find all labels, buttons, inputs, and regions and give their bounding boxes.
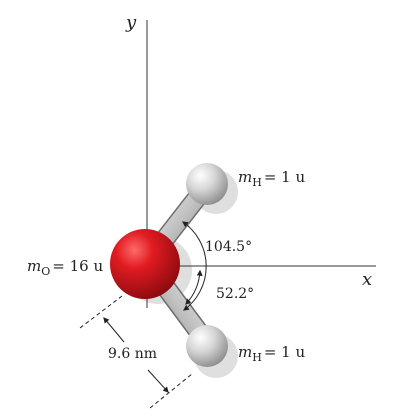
distance-extension-lower <box>149 373 193 409</box>
hydrogen-atom-bottom <box>186 325 228 367</box>
distance-label: 9.6 nm <box>108 346 157 362</box>
hydrogen-bottom-mass-label: mH= 1 u <box>238 343 305 364</box>
oxygen-mass-label: mO= 16 u <box>27 257 103 278</box>
half-angle-arc <box>185 269 203 305</box>
distance-arrow-lower <box>147 369 169 393</box>
bond-angle-label: 104.5° <box>205 239 252 255</box>
half-angle-label: 52.2° <box>216 286 254 302</box>
y-axis-label: y <box>125 12 137 33</box>
oxygen-atom <box>110 229 180 299</box>
hydrogen-top-mass-label: mH= 1 u <box>238 168 305 189</box>
x-axis-label: x <box>362 269 372 290</box>
distance-extension-upper <box>79 295 123 329</box>
hydrogen-atom-top <box>186 163 228 205</box>
distance-arrow-upper <box>103 317 125 343</box>
